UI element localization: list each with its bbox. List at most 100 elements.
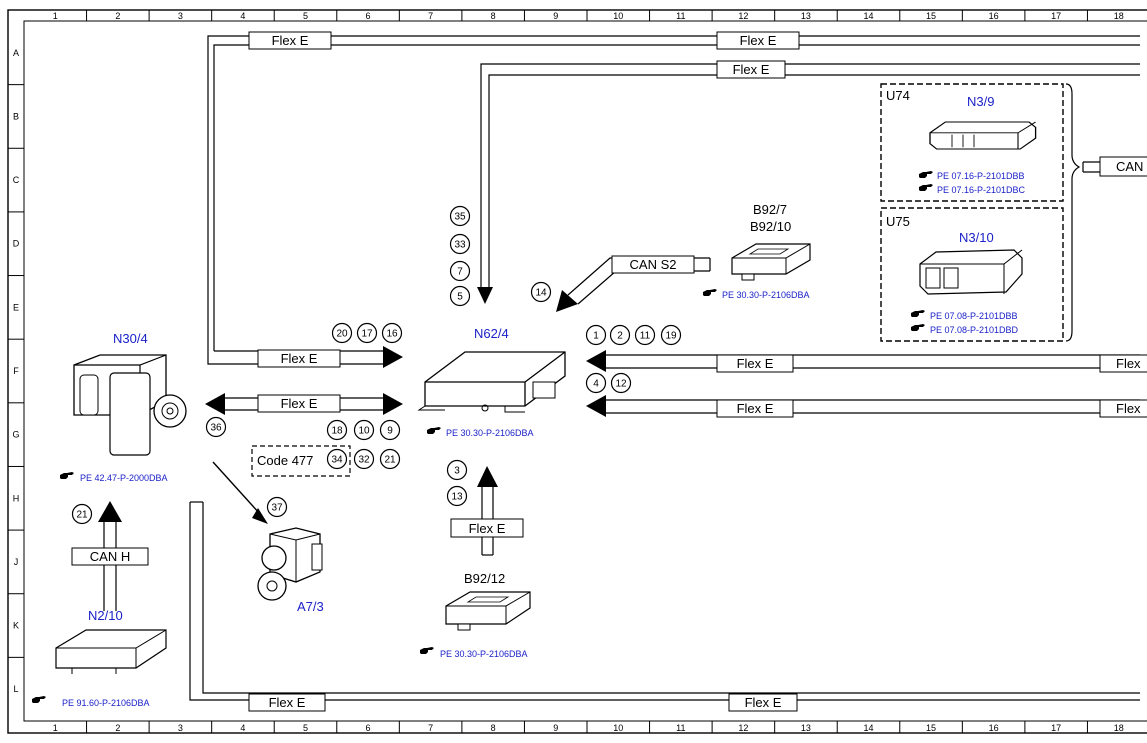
svg-text:13: 13 xyxy=(451,492,463,503)
circled-number-2: 2 xyxy=(609,324,631,346)
bus-label-flex-e-right-lower: Flex E xyxy=(716,399,794,418)
circled-number-18: 18 xyxy=(326,419,348,441)
svg-text:CAN: CAN xyxy=(1116,159,1143,174)
circled-number-20: 20 xyxy=(331,322,353,344)
column-label: 1 xyxy=(53,723,58,733)
row-label: J xyxy=(14,557,19,567)
bus-label-flex-e-left-upper: Flex E xyxy=(257,349,341,368)
row-grid xyxy=(8,84,24,658)
bus-label-flex-e-second: Flex E xyxy=(716,60,786,79)
svg-text:32: 32 xyxy=(358,455,370,466)
svg-text:2: 2 xyxy=(617,331,623,342)
svg-text:Flex E: Flex E xyxy=(281,396,318,411)
svg-text:37: 37 xyxy=(271,503,283,514)
svg-text:11: 11 xyxy=(640,331,651,342)
svg-text:12: 12 xyxy=(615,379,627,390)
pointing-hand-icon xyxy=(703,289,717,296)
row-label: G xyxy=(12,430,19,440)
row-label: F xyxy=(13,366,19,376)
svg-text:Flex E: Flex E xyxy=(272,33,309,48)
column-label: 13 xyxy=(801,11,811,21)
svg-text:Flex: Flex xyxy=(1116,401,1141,416)
row-label: K xyxy=(13,621,19,631)
column-label: 11 xyxy=(676,723,685,733)
column-label: 15 xyxy=(926,723,936,733)
svg-text:9: 9 xyxy=(387,426,393,437)
column-label: 4 xyxy=(240,723,245,733)
reference-b92: PE 30.30-P-2106DBA xyxy=(722,290,810,300)
circled-number-35: 35 xyxy=(449,205,471,227)
pointing-hand-icon xyxy=(919,184,933,191)
pointing-hand-icon xyxy=(911,324,925,331)
bus-label-flex-e-top-mid: Flex E xyxy=(716,31,800,50)
svg-text:19: 19 xyxy=(665,331,677,342)
circled-number-34: 34 xyxy=(326,448,348,470)
column-label: 14 xyxy=(863,11,873,21)
bus-label-flex-right-upper-edge: Flex xyxy=(1099,354,1147,373)
pointing-hand-icon xyxy=(60,472,74,479)
column-label: 8 xyxy=(491,723,496,733)
reference-n3-9-a: PE 07.16-P-2101DBB xyxy=(937,171,1025,181)
circled-number-16: 16 xyxy=(381,322,403,344)
row-label: B xyxy=(13,111,19,121)
column-label: 12 xyxy=(738,723,748,733)
column-label: 3 xyxy=(178,723,183,733)
pointing-hand-icon xyxy=(919,171,933,178)
bus-label-flex-e-left-lower: Flex E xyxy=(257,394,341,413)
circled-number-3: 3 xyxy=(446,459,468,481)
column-label: 16 xyxy=(989,11,999,21)
column-label: 14 xyxy=(863,723,873,733)
circled-number-5: 5 xyxy=(449,285,471,307)
svg-text:Flex E: Flex E xyxy=(740,33,777,48)
ecu-icon xyxy=(929,121,1037,150)
group-u74-label: U74 xyxy=(886,88,910,103)
bus-label-can-h: CAN H xyxy=(71,547,149,566)
column-label: 7 xyxy=(428,723,433,733)
circled-number-19: 19 xyxy=(660,324,682,346)
column-label: 5 xyxy=(303,723,308,733)
column-label: 16 xyxy=(989,723,999,733)
svg-text:34: 34 xyxy=(331,455,343,466)
svg-text:16: 16 xyxy=(386,329,398,340)
svg-text:33: 33 xyxy=(454,240,466,251)
bus-lines xyxy=(103,35,1140,701)
svg-text:Flex E: Flex E xyxy=(733,62,770,77)
column-label: 10 xyxy=(613,11,623,21)
circled-number-11: 11 xyxy=(634,324,656,346)
svg-text:20: 20 xyxy=(336,329,348,340)
component-label-n3-9: N3/9 xyxy=(967,94,994,109)
reference-n3-9-b: PE 07.16-P-2101DBC xyxy=(937,185,1026,195)
column-label: 9 xyxy=(553,723,558,733)
column-label: 4 xyxy=(240,11,245,21)
reference-n2-10: PE 91.60-P-2106DBA xyxy=(62,698,150,708)
circled-number-13: 13 xyxy=(446,485,468,507)
reference-n30-4: PE 42.47-P-2000DBA xyxy=(80,473,168,483)
column-label: 6 xyxy=(366,11,371,21)
circled-number-7: 7 xyxy=(449,260,471,282)
circled-number-9: 9 xyxy=(379,419,401,441)
column-grid xyxy=(86,10,1088,733)
svg-text:36: 36 xyxy=(210,423,222,434)
ecu-icon xyxy=(919,249,1023,295)
row-label: A xyxy=(13,48,19,58)
svg-text:Flex E: Flex E xyxy=(737,401,774,416)
component-label-b92-7: B92/7 xyxy=(753,202,787,217)
column-label: 18 xyxy=(1114,11,1124,21)
circled-number-33: 33 xyxy=(449,233,471,255)
svg-text:CAN S2: CAN S2 xyxy=(630,257,677,272)
component-label-n62-4: N62/4 xyxy=(474,326,509,341)
arrow-line-a7-3 xyxy=(212,461,261,515)
row-label: H xyxy=(13,493,20,503)
svg-text:14: 14 xyxy=(535,288,547,299)
column-label: 17 xyxy=(1051,11,1061,21)
code-477-label: Code 477 xyxy=(257,453,313,468)
svg-text:Flex E: Flex E xyxy=(281,351,318,366)
svg-text:Flex E: Flex E xyxy=(745,695,782,710)
reference-b92-12: PE 30.30-P-2106DBA xyxy=(440,649,528,659)
column-label: 2 xyxy=(115,11,120,21)
svg-text:5: 5 xyxy=(457,292,463,303)
svg-text:21: 21 xyxy=(384,455,396,466)
column-label: 9 xyxy=(553,11,558,21)
